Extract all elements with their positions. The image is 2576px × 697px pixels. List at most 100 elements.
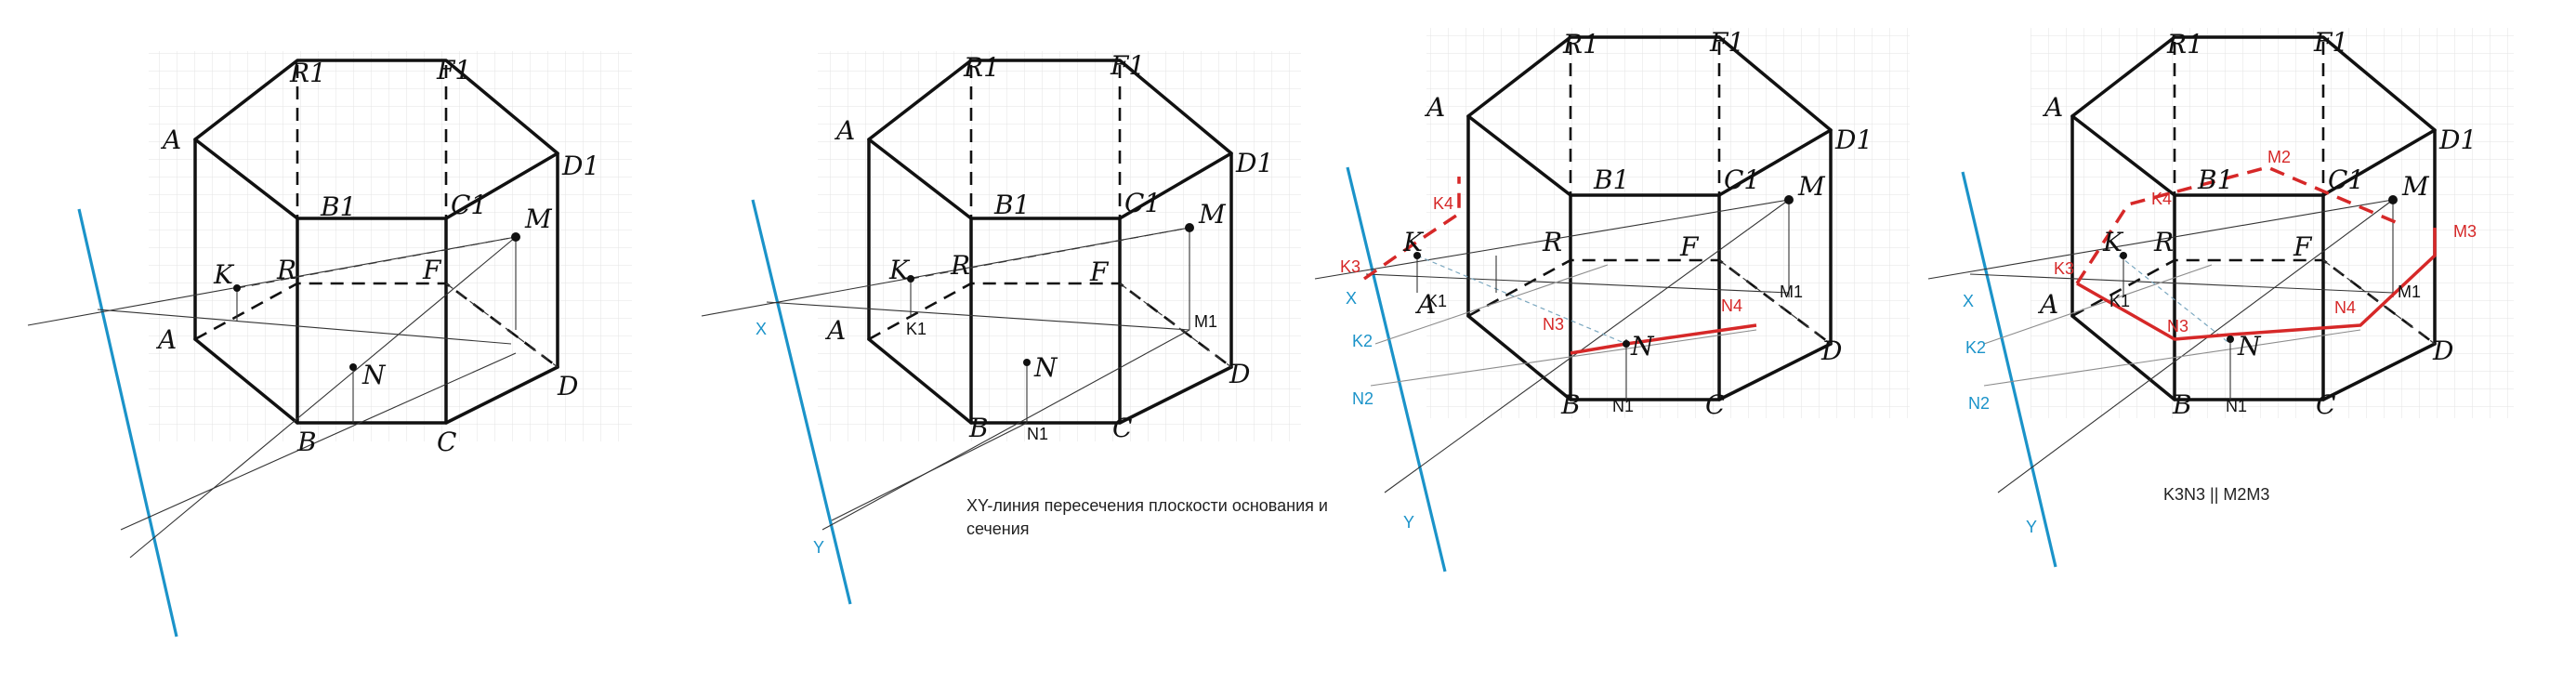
panel-4: A R1 F1 D1 B1 C1 R F K N M A B C D K1 N1… (1927, 27, 2477, 568)
label-X: X (756, 320, 767, 338)
label-R: R (950, 250, 970, 281)
label-D: D (1820, 335, 1842, 366)
label-C1: C1 (1124, 188, 1161, 218)
point-M (511, 232, 520, 242)
label-M: M (1797, 171, 1826, 202)
label-X: X (1963, 292, 1974, 310)
label-N1: N1 (1027, 425, 1048, 443)
label-K2: K2 (1965, 338, 1986, 357)
label-M: M (1198, 199, 1227, 230)
note-xy-line-cont: сечения (966, 519, 1030, 538)
label-F: F (422, 255, 442, 285)
label-R: R (276, 255, 296, 285)
point-N (2227, 335, 2234, 343)
label-M3: M3 (2453, 222, 2477, 241)
label-C1: C1 (451, 190, 487, 220)
label-N4: N4 (2334, 298, 2356, 317)
label-Y: Y (2026, 518, 2037, 536)
label-F: F (2293, 231, 2313, 262)
point-K (1413, 252, 1421, 259)
label-N: N (1033, 352, 1058, 383)
label-A1: A (834, 115, 855, 146)
section-hidden (1362, 177, 1461, 281)
trace-line (751, 199, 852, 605)
panel-3: A R1 F1 D1 B1 C1 R F K N M A B C D K1 N1… (1314, 27, 1873, 572)
label-Y: Y (1403, 513, 1414, 532)
panel-1: A R1 F1 D1 B1 C1 R F K N M A B C D (27, 55, 599, 638)
label-B: B (2172, 389, 2192, 420)
label-B: B (296, 427, 317, 457)
section-visible (2076, 228, 2437, 341)
label-B1: B1 (2197, 164, 2233, 195)
label-N: N (2237, 331, 2262, 362)
label-R: R (1542, 227, 1562, 257)
note-parallel: K3N3 || M2M3 (2163, 485, 2269, 504)
label-B: B (968, 413, 989, 443)
grid-paper (149, 51, 632, 441)
label-N: N (361, 360, 387, 390)
label-A: A (824, 315, 846, 346)
label-N3: N3 (1543, 315, 1564, 334)
label-A: A (155, 324, 177, 355)
label-N1: N1 (2226, 397, 2247, 415)
label-D1: D1 (1235, 148, 1273, 178)
label-B1: B1 (993, 190, 1030, 220)
label-D1: D1 (2438, 125, 2477, 155)
label-M: M (2401, 171, 2430, 202)
label-M1: M1 (1194, 312, 1217, 331)
label-R1: R1 (1562, 29, 1599, 59)
label-N2: N2 (1352, 389, 1373, 408)
label-R1: R1 (2166, 29, 2203, 59)
label-B: B (1560, 389, 1581, 420)
label-R1: R1 (289, 58, 326, 88)
label-K: K (213, 259, 235, 290)
note-xy-line: XY-линия пересечения плоскости основания… (966, 496, 1328, 515)
label-K: K (1402, 227, 1425, 257)
label-K3: K3 (1340, 257, 1360, 276)
label-A: A (2037, 289, 2058, 320)
label-R: R (2153, 227, 2174, 257)
label-F: F (1679, 231, 1700, 262)
label-M1: M1 (2398, 283, 2421, 301)
label-K: K (888, 255, 911, 285)
trace-line (1346, 166, 1447, 572)
label-A: A (1414, 289, 1436, 320)
label-M1: M1 (1780, 283, 1803, 301)
label-D1: D1 (1834, 125, 1873, 155)
label-K3: K3 (2054, 259, 2074, 278)
point-K (233, 284, 241, 292)
point-K (907, 275, 914, 283)
point-N (1623, 340, 1630, 348)
point-M (2388, 195, 2398, 204)
label-N: N (1630, 331, 1655, 362)
label-K2: K2 (1352, 332, 1373, 350)
point-M (1784, 195, 1794, 204)
panel-2: A R1 F1 D1 B1 C1 R F K N M A B C D K1 N1… (701, 50, 1328, 605)
label-M2: M2 (2267, 148, 2291, 166)
label-D: D (2432, 335, 2453, 366)
label-B1: B1 (320, 191, 356, 222)
label-Y: Y (813, 538, 824, 557)
point-K (2120, 252, 2127, 259)
label-F1: F1 (436, 55, 471, 85)
trace-line (77, 208, 178, 638)
label-C: C (1705, 389, 1725, 420)
label-N2: N2 (1968, 394, 1990, 413)
label-K4: K4 (2151, 190, 2172, 208)
label-C1: C1 (2328, 164, 2364, 195)
point-N (1023, 359, 1031, 366)
label-K1: K1 (1426, 292, 1447, 310)
label-F1: F1 (1709, 27, 1744, 58)
label-M: M (524, 204, 553, 234)
label-X: X (1346, 289, 1357, 308)
label-C: C (437, 427, 456, 457)
label-D: D (1229, 359, 1250, 389)
trace-line (1961, 171, 2057, 568)
label-A1: A (2042, 92, 2063, 123)
label-A1: A (1424, 92, 1445, 123)
label-D1: D1 (561, 151, 599, 181)
label-K1: K1 (906, 320, 927, 338)
label-N3: N3 (2167, 317, 2188, 335)
label-C: C (1112, 413, 1132, 443)
grid-paper (818, 51, 1301, 441)
